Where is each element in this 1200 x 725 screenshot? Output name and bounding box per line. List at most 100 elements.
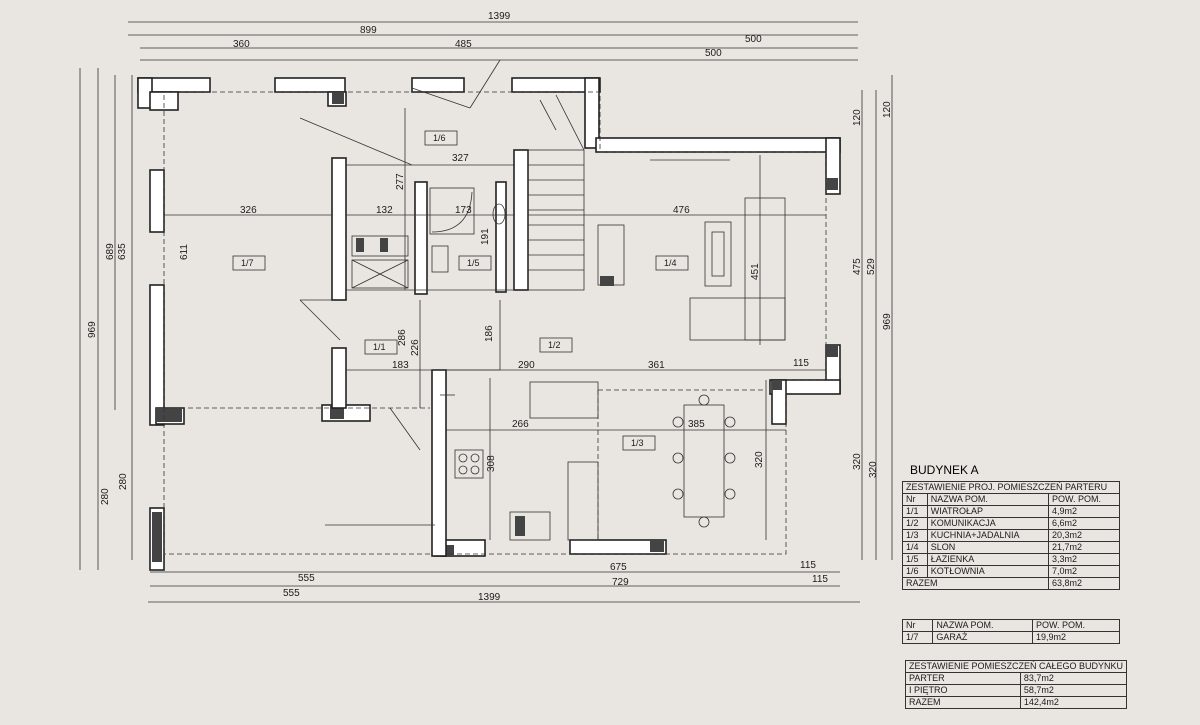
row-name: SLON xyxy=(926,541,1050,554)
building-table-title: ZESTAWIENIE POMIESZCZEŃ CAŁEGO BUDYNKU xyxy=(904,660,1128,673)
dim-left-969: 969 xyxy=(87,321,98,338)
dim-132: 132 xyxy=(376,205,393,216)
dim-left-280b: 280 xyxy=(118,473,129,490)
row-nr: 1/1 xyxy=(902,505,928,518)
dim-173: 173 xyxy=(455,205,472,216)
row-name: KOMUNIKACJA xyxy=(926,517,1050,530)
ground-table-title: ZESTAWIENIE PROJ. POMIESZCZEŃ PARTERU xyxy=(902,481,1120,494)
row-name: GARAŻ xyxy=(932,631,1033,644)
dim-385: 385 xyxy=(688,419,705,430)
living-room-furniture xyxy=(597,155,786,345)
left-dimension-lines: 969 689 635 611 280 280 xyxy=(79,68,190,570)
dim-right-320b: 320 xyxy=(868,461,879,478)
row-area: 142,4m2 xyxy=(1019,696,1128,709)
dim-top-500b: 500 xyxy=(705,48,722,59)
ground-floor-table: ZESTAWIENIE PROJ. POMIESZCZEŃ PARTERU Nr… xyxy=(901,481,1120,590)
dim-226: 226 xyxy=(410,339,421,356)
dim-bottom-675: 675 xyxy=(610,562,627,573)
dim-bottom-1399: 1399 xyxy=(478,592,501,603)
dim-right-120b: 120 xyxy=(882,101,893,118)
table-row: 1/7 GARAŻ 19,9m2 xyxy=(901,631,1121,644)
dim-right-969: 969 xyxy=(882,313,893,330)
row-nr: 1/6 xyxy=(902,565,928,578)
dim-476: 476 xyxy=(673,205,690,216)
row-name: ŁAZIENKA xyxy=(926,553,1050,566)
row-name: KUCHNIA+JADALNIA xyxy=(926,529,1050,542)
dim-bottom-555b: 555 xyxy=(283,588,300,599)
total-value: 63,8m2 xyxy=(1048,577,1120,590)
dim-327: 327 xyxy=(452,153,469,164)
row-area: 20,3m2 xyxy=(1048,529,1120,542)
dim-320-inner: 320 xyxy=(754,451,765,468)
dim-bottom-729: 729 xyxy=(612,577,629,588)
total-label: RAZEM xyxy=(901,577,1050,590)
row-area: 21,7m2 xyxy=(1048,541,1120,554)
row-area: 6,6m2 xyxy=(1048,517,1120,530)
guide-lines xyxy=(164,59,826,540)
dim-left-611: 611 xyxy=(179,244,190,260)
row-area: 19,9m2 xyxy=(1031,631,1121,644)
row-nr: 1/7 xyxy=(901,631,934,644)
row-area: 4,9m2 xyxy=(1048,505,1120,518)
dim-left-280a: 280 xyxy=(100,488,111,505)
header-name: NAZWA POM. xyxy=(926,493,1050,506)
boiler-appliances xyxy=(351,235,409,289)
row-nr: 1/5 xyxy=(902,553,928,566)
dim-326: 326 xyxy=(240,205,257,216)
row-name: I PIĘTRO xyxy=(905,684,1021,697)
dim-right-529: 529 xyxy=(866,258,877,275)
row-area: 7,0m2 xyxy=(1048,565,1120,578)
dim-286: 286 xyxy=(397,329,408,346)
dashed-outline xyxy=(163,91,827,555)
dim-bottom-115b: 115 xyxy=(812,574,828,585)
dim-left-635: 635 xyxy=(117,243,128,260)
dim-right-475: 475 xyxy=(852,258,863,275)
room-labels: 1/6 1/7 1/5 1/4 1/1 1/2 1/3 xyxy=(232,130,689,451)
header-area: POW. POM. xyxy=(1048,493,1120,506)
table-header-row: Nr NAZWA POM. POW. POM. xyxy=(902,493,1120,506)
dim-right-120a: 120 xyxy=(852,109,863,126)
table-header-row: Nr NAZWA POM. POW. POM. xyxy=(901,619,1121,632)
room-label-1-4: 1/4 xyxy=(664,258,677,268)
row-name: KOTŁOWNIA xyxy=(926,565,1050,578)
row-nr: 1/4 xyxy=(902,541,928,554)
top-dimension-lines: 1399 899 500 360 485 500 xyxy=(128,11,858,61)
inner-dimensions: 327 326 132 173 476 277 191 451 286 226 … xyxy=(240,153,809,472)
row-area: 3,3m2 xyxy=(1048,553,1120,566)
dim-top-485: 485 xyxy=(455,39,472,50)
dim-191: 191 xyxy=(480,228,491,245)
header-nr: Nr xyxy=(901,619,934,632)
dim-right-320a: 320 xyxy=(852,453,863,470)
dim-bottom-115a: 115 xyxy=(800,560,816,571)
row-name: RAZEM xyxy=(905,696,1021,709)
row-nr: 1/3 xyxy=(902,529,928,542)
dim-277: 277 xyxy=(395,173,406,190)
staircase xyxy=(527,94,585,291)
room-label-1-6: 1/6 xyxy=(433,133,446,143)
bottom-dimension-lines: 555 675 115 555 729 115 1399 xyxy=(148,560,860,603)
dim-115: 115 xyxy=(793,358,809,369)
dim-266: 266 xyxy=(512,419,529,430)
dim-451: 451 xyxy=(750,263,761,280)
garage-table: Nr NAZWA POM. POW. POM. 1/7 GARAŻ 19,9m2 xyxy=(901,619,1121,644)
dim-183: 183 xyxy=(392,360,409,371)
room-label-1-1: 1/1 xyxy=(373,342,386,352)
room-label-1-2: 1/2 xyxy=(548,340,561,350)
dim-bottom-555a: 555 xyxy=(298,573,315,584)
header-name: NAZWA POM. xyxy=(932,619,1033,632)
dim-186: 186 xyxy=(484,325,495,342)
row-name: WIATROŁAP xyxy=(926,505,1050,518)
exterior-walls xyxy=(137,77,841,571)
header-nr: Nr xyxy=(902,493,928,506)
